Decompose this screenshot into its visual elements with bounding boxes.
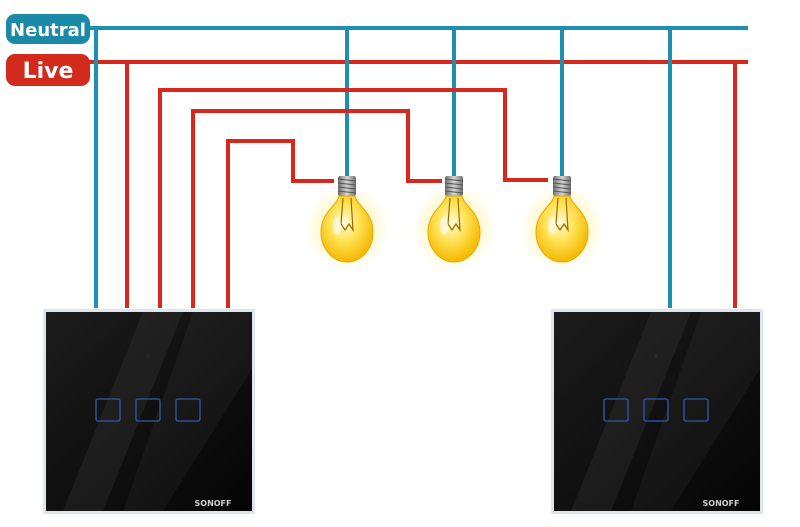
touch-key-2[interactable] xyxy=(135,398,161,422)
switch-glass-panel xyxy=(554,312,760,511)
indicator-led xyxy=(654,354,658,358)
bulbs xyxy=(305,176,604,270)
bulb-glass xyxy=(320,195,374,263)
touch-key-3[interactable] xyxy=(175,398,201,422)
bulb-glass xyxy=(535,195,589,263)
glass-reflection xyxy=(631,312,760,511)
socket-thread xyxy=(444,178,464,182)
socket-thread xyxy=(552,182,572,186)
light-bulb-icon xyxy=(520,176,604,270)
touch-switch-left[interactable]: SONOFF xyxy=(43,309,255,514)
switch-glass-panel xyxy=(46,312,252,511)
socket-thread xyxy=(337,178,357,182)
socket-thread xyxy=(552,186,572,190)
switches: SONOFF SONOFF xyxy=(43,309,763,514)
touch-key-2[interactable] xyxy=(643,398,669,422)
glass-reflection xyxy=(63,312,183,511)
socket-thread xyxy=(337,182,357,186)
touch-key-3[interactable] xyxy=(683,398,709,422)
wires xyxy=(88,26,748,308)
bulb-filament xyxy=(447,197,461,233)
switched-line-bulb-3 xyxy=(158,88,548,308)
bulb-highlight xyxy=(440,217,448,235)
bulb-filament xyxy=(340,197,354,233)
socket-thread xyxy=(444,190,464,194)
socket-thread xyxy=(444,182,464,186)
touch-key-1[interactable] xyxy=(95,398,121,422)
touch-key-1[interactable] xyxy=(603,398,629,422)
light-bulb-icon xyxy=(305,176,389,270)
neutral-label: Neutral xyxy=(6,14,90,44)
bulb-highlight xyxy=(548,217,556,235)
switched-line-bulb-1 xyxy=(226,139,334,308)
socket-thread xyxy=(444,186,464,190)
bulb-highlight xyxy=(333,217,341,235)
brand-logo: SONOFF xyxy=(703,499,740,508)
bulb-glass xyxy=(427,195,481,263)
socket-thread xyxy=(552,190,572,194)
live-label: Live xyxy=(6,54,90,86)
switched-line-bulb-2 xyxy=(191,109,442,308)
glass-reflection xyxy=(571,312,691,511)
live-pill xyxy=(6,54,90,86)
glass-reflection xyxy=(123,312,252,511)
neutral-label-text: Neutral xyxy=(10,20,86,41)
touch-switch-right[interactable]: SONOFF xyxy=(551,309,763,514)
light-bulb-icon xyxy=(412,176,496,270)
live-label-text: Live xyxy=(23,59,74,84)
socket-thread xyxy=(337,186,357,190)
bulb-filament xyxy=(555,197,569,233)
brand-logo: SONOFF xyxy=(195,499,232,508)
socket-thread xyxy=(337,190,357,194)
indicator-led xyxy=(146,354,150,358)
neutral-pill xyxy=(6,14,90,44)
socket-thread xyxy=(552,178,572,182)
